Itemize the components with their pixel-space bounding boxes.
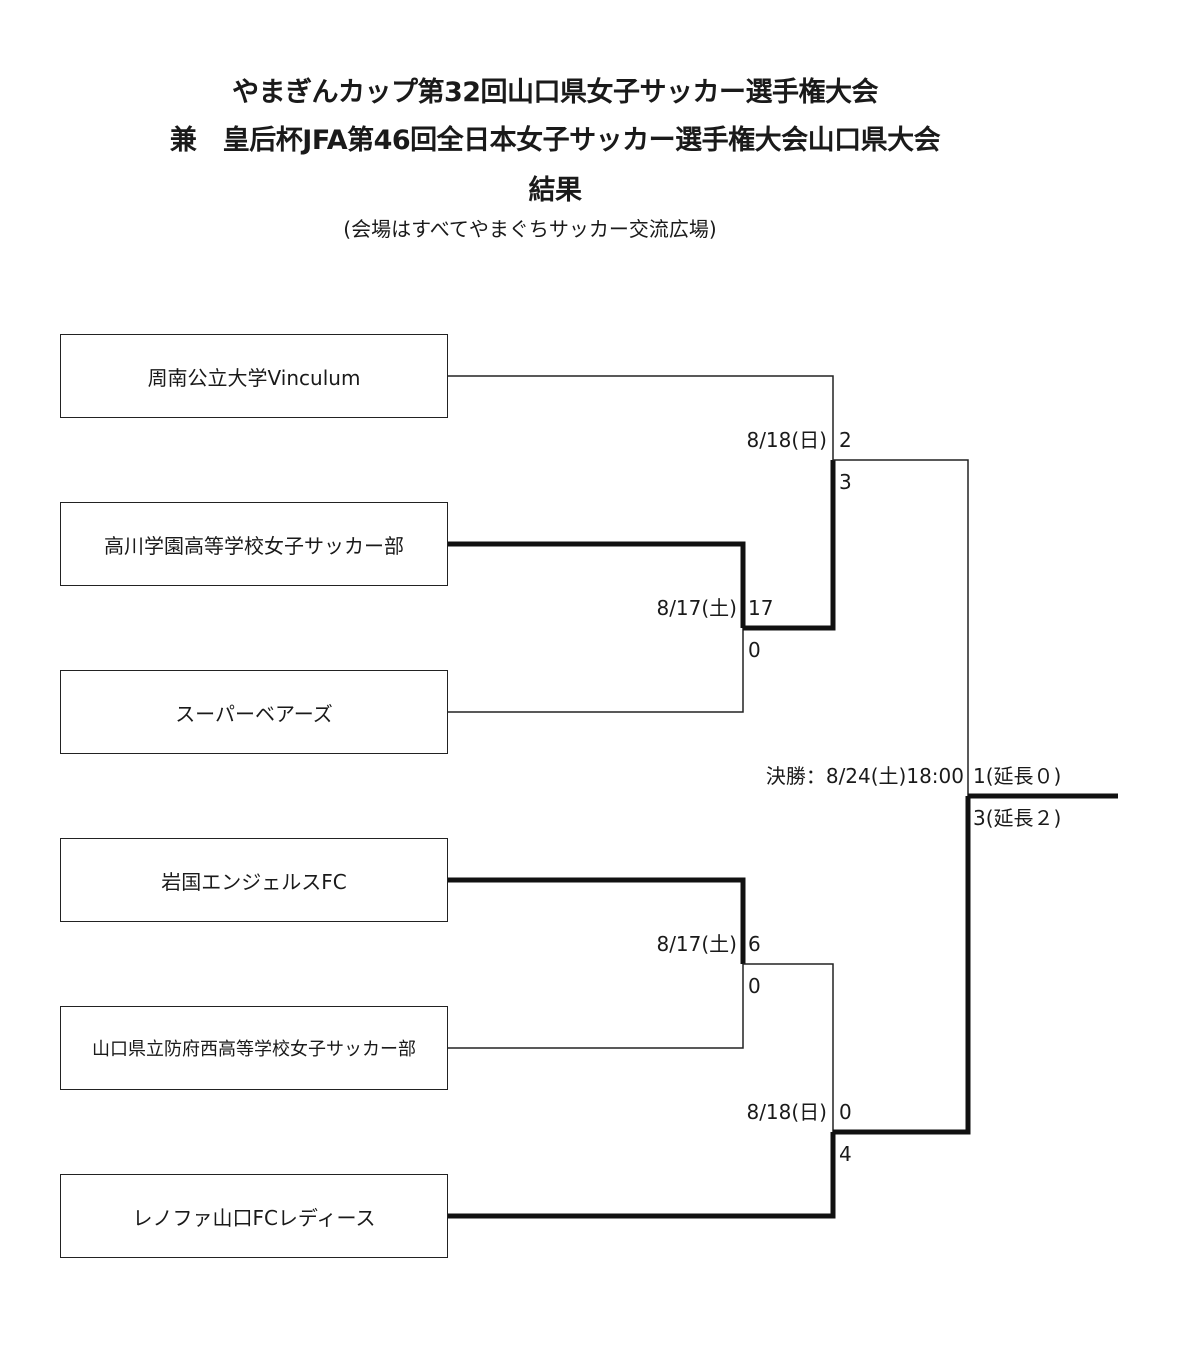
bracket-line-r1-top-winner [743, 460, 836, 631]
bracket-line-team5 [448, 964, 744, 1049]
final-label: 決勝：8/24(土)18:00 [765, 764, 964, 788]
score-r1-top-lower: 0 [748, 638, 761, 662]
bracket-line-team4 [448, 877, 746, 964]
bracket-line-team6 [448, 1132, 836, 1219]
bracket-line-team1 [448, 375, 834, 460]
match-date-r2-top: 8/18(日) [746, 428, 827, 452]
bracket-line-team2 [448, 541, 746, 628]
tournament-title: やまぎんカップ第32回山口県女子サッカー選手権大会 [231, 77, 879, 108]
results-heading: 結果 [528, 175, 583, 206]
team-box-2: 高川学園高等学校女子サッカー部 [60, 502, 448, 586]
tournament-subtitle: 兼 皇后杯JFA第46回全日本女子サッカー選手権大会山口県大会 [169, 125, 941, 156]
score-r2-bottom-upper: 0 [839, 1100, 852, 1124]
match-date-r1-bottom: 8/17(土) [656, 932, 737, 956]
bracket-line-team3 [448, 628, 744, 713]
team-box-4: 岩国エンジェルスFC [60, 838, 448, 922]
match-date-r1-top: 8/17(土) [656, 596, 737, 620]
team-box-5: 山口県立防府西高等学校女子サッカー部 [60, 1006, 448, 1090]
score-r1-top-upper: 17 [748, 596, 774, 620]
final-score-lower: 3(延長２) [973, 806, 1062, 830]
score-r1-bottom-lower: 0 [748, 974, 761, 998]
final-score-upper: 1(延長０) [973, 764, 1062, 788]
score-r2-top-upper: 2 [839, 428, 852, 452]
team-box-6: レノファ山口FCレディース [60, 1174, 448, 1258]
match-date-r2-bottom: 8/18(日) [746, 1100, 827, 1124]
score-r2-bottom-lower: 4 [839, 1142, 852, 1166]
venue-note: (会場はすべてやまぐちサッカー交流広場) [343, 217, 717, 241]
bracket-line-r1-bottom-winner [743, 963, 834, 1132]
score-r2-top-lower: 3 [839, 470, 852, 494]
score-r1-bottom-upper: 6 [748, 932, 761, 956]
bracket-line-r2-top [833, 459, 969, 796]
team-box-3: スーパーベアーズ [60, 670, 448, 754]
team-box-1: 周南公立大学Vinculum [60, 334, 448, 418]
bracket-line-r2-bottom [833, 796, 971, 1135]
